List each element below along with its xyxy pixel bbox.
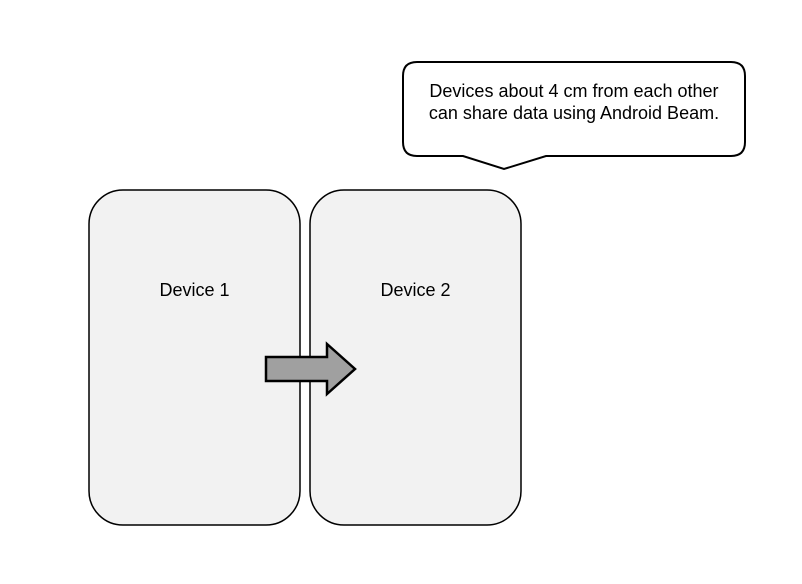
callout-text: Devices about 4 cm from each other can s…: [403, 80, 745, 124]
callout-bubble: [402, 61, 746, 171]
device-1-label: Device 1: [159, 280, 230, 300]
callout-text-line-1: Devices about 4 cm from each other: [429, 81, 719, 101]
callout-text-line-2: can share data using Android Beam.: [428, 103, 720, 123]
data-transfer-arrow-icon: [264, 341, 357, 397]
device-2-label: Device 2: [380, 280, 451, 300]
